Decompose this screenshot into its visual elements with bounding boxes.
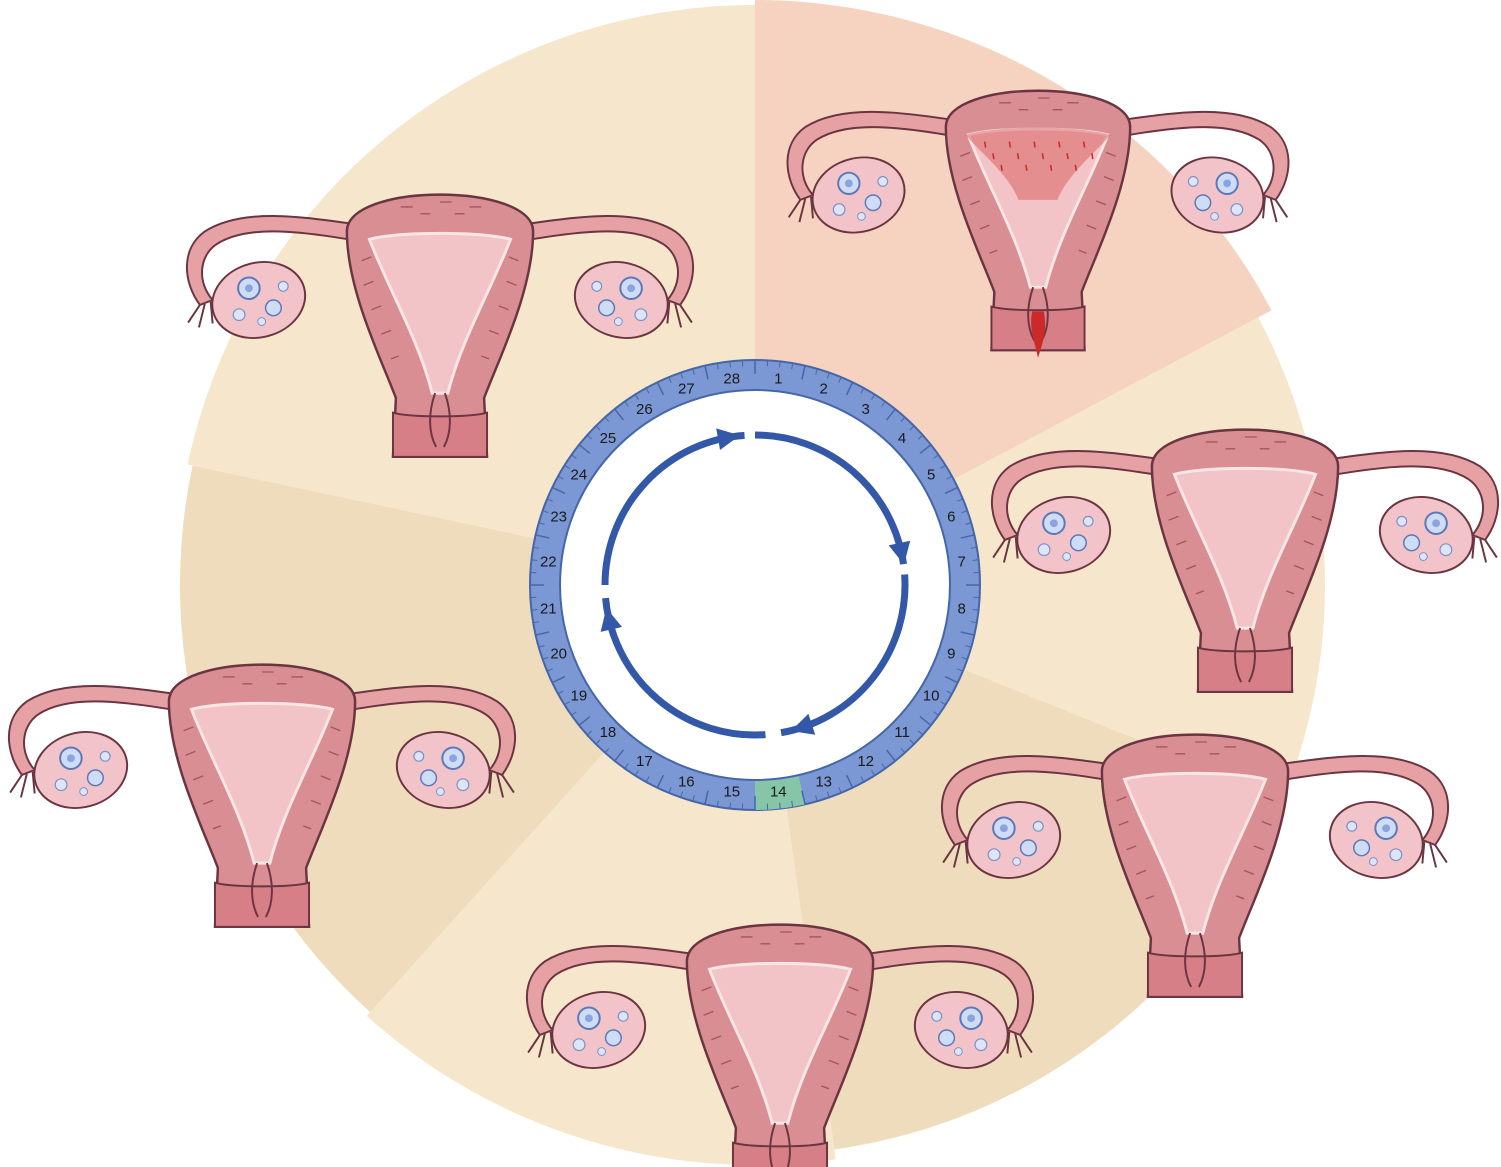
day-label: 8 (958, 600, 966, 617)
day-label: 17 (636, 753, 653, 770)
day-label: 1 (774, 370, 782, 387)
minor-tick (730, 361, 731, 367)
cycle-day-ring: 1234567891011121314151617181920212223242… (530, 360, 980, 810)
day-label: 12 (857, 753, 874, 770)
day-label: 27 (678, 381, 695, 398)
day-label: 19 (571, 688, 588, 705)
day-label: 28 (723, 370, 740, 387)
day-label: 4 (898, 430, 906, 447)
minor-tick (531, 560, 537, 561)
day-label: 25 (600, 430, 617, 447)
day-label: 11 (894, 724, 910, 741)
minor-tick (973, 610, 979, 611)
day-label: 6 (947, 508, 955, 525)
day-label: 14 (770, 784, 787, 801)
day-label: 7 (958, 554, 966, 571)
day-label: 5 (927, 466, 935, 483)
day-label: 18 (600, 724, 617, 741)
day-label: 26 (636, 401, 653, 418)
day-label: 10 (923, 688, 940, 705)
day-label: 16 (678, 773, 695, 790)
day-label: 2 (820, 381, 828, 398)
minor-tick (730, 803, 731, 809)
day-label: 22 (540, 554, 557, 571)
minor-tick (531, 610, 537, 611)
day-label: 13 (815, 773, 832, 790)
minor-tick (780, 361, 781, 367)
day-label: 20 (550, 646, 567, 663)
day-label: 24 (571, 466, 588, 483)
minor-tick (973, 560, 979, 561)
day-label: 3 (861, 401, 869, 418)
ring-center (560, 390, 950, 780)
day-label: 23 (550, 508, 567, 525)
minor-tick (780, 803, 781, 809)
day-label: 15 (723, 784, 740, 801)
day-label: 9 (947, 646, 955, 663)
day-label: 21 (540, 600, 557, 617)
